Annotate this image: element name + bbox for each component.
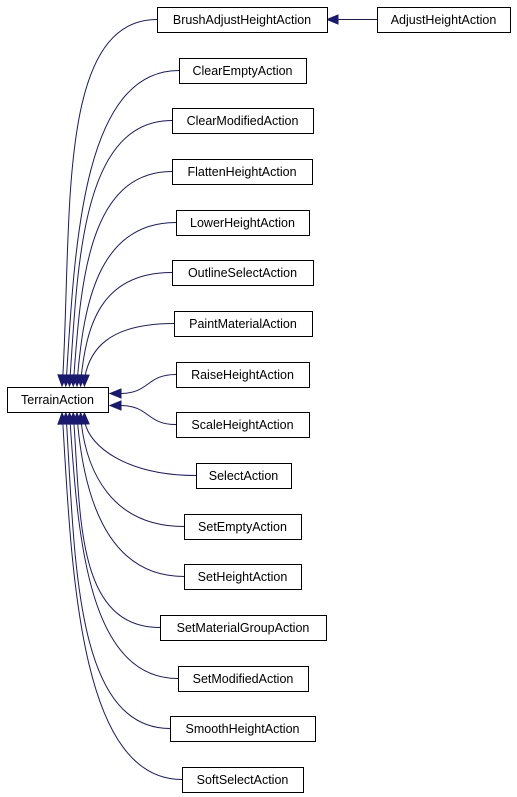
edge-line [77, 222, 177, 378]
class-node-raise-height-action[interactable]: RaiseHeightAction [176, 362, 310, 388]
class-node-scale-height-action[interactable]: ScaleHeightAction [176, 412, 310, 438]
edge-line [65, 70, 180, 378]
edge-line [84, 421, 197, 476]
class-node-set-empty-action[interactable]: SetEmptyAction [184, 514, 302, 540]
class-box[interactable] [182, 767, 304, 793]
class-node-lower-height-action[interactable]: LowerHeightAction [176, 210, 310, 236]
class-node-smooth-height-action[interactable]: SmoothHeightAction [170, 716, 316, 742]
class-node-soft-select-action[interactable]: SoftSelectAction [182, 767, 304, 793]
class-box[interactable] [172, 260, 314, 286]
class-box[interactable] [176, 362, 310, 388]
inheritance-edge-paint-material-action [79, 323, 175, 388]
arrowhead-icon [325, 14, 339, 25]
edge-line [84, 323, 175, 378]
nodes-layer: TerrainAction BrushAdjustHeightAction Adju… [7, 7, 511, 793]
edge-line [73, 421, 161, 628]
class-label: FlattenHeightAction [187, 165, 296, 179]
class-node-brush-adjust-height-action[interactable]: BrushAdjustHeightAction [157, 7, 328, 33]
class-node-terrain-action[interactable]: TerrainAction [7, 387, 109, 413]
edge-line [80, 421, 185, 527]
class-label: SetHeightAction [198, 570, 288, 584]
class-box[interactable] [170, 716, 316, 742]
class-box[interactable] [157, 7, 328, 33]
class-label: TerrainAction [21, 393, 94, 407]
class-label: RaiseHeightAction [191, 368, 294, 382]
class-label: SoftSelectAction [197, 773, 289, 787]
class-label: LowerHeightAction [190, 216, 295, 230]
class-node-clear-empty-action[interactable]: ClearEmptyAction [179, 58, 307, 84]
arrowhead-icon [108, 388, 122, 399]
class-label: SetMaterialGroupAction [177, 621, 310, 635]
class-box[interactable] [172, 159, 313, 185]
inheritance-edge-smooth-height-action [60, 411, 171, 729]
class-box[interactable] [7, 387, 109, 413]
inheritance-edge-set-empty-action [75, 411, 185, 527]
arrowhead-icon [108, 400, 122, 411]
class-node-set-material-group-action[interactable]: SetMaterialGroupAction [160, 615, 327, 641]
class-label: ScaleHeightAction [191, 418, 293, 432]
edge-line [69, 421, 179, 679]
edge-line [73, 171, 173, 378]
class-label: BrushAdjustHeightAction [173, 13, 311, 27]
inheritance-edge-adjust-height-action [325, 14, 377, 25]
class-node-set-height-action[interactable]: SetHeightAction [184, 564, 302, 590]
edge-line [62, 421, 183, 780]
class-node-adjust-height-action[interactable]: AdjustHeightAction [377, 7, 511, 33]
class-box[interactable] [196, 463, 292, 489]
inheritance-edge-soft-select-action [57, 411, 183, 780]
class-label: SetModifiedAction [193, 672, 294, 686]
class-label: SelectAction [209, 469, 279, 483]
class-label: OutlineSelectAction [188, 266, 297, 280]
inheritance-edge-raise-height-action [108, 374, 177, 399]
class-box[interactable] [172, 108, 314, 134]
class-box[interactable] [174, 311, 313, 337]
edge-line [119, 374, 177, 394]
edges-layer [57, 14, 377, 780]
arrowhead-icon [57, 411, 68, 425]
edge-line [77, 421, 185, 577]
edge-line [69, 120, 173, 378]
class-node-set-modified-action[interactable]: SetModifiedAction [178, 666, 309, 692]
class-label: AdjustHeightAction [391, 13, 497, 27]
class-label: SmoothHeightAction [186, 722, 300, 736]
inheritance-edge-lower-height-action [72, 222, 177, 388]
class-box[interactable] [184, 564, 302, 590]
inheritance-edge-scale-height-action [108, 400, 177, 425]
class-label: ClearEmptyAction [192, 64, 292, 78]
class-label: PaintMaterialAction [189, 317, 297, 331]
class-box[interactable] [377, 7, 511, 33]
class-box[interactable] [184, 514, 302, 540]
inheritance-edge-outline-select-action [75, 272, 173, 388]
class-box[interactable] [178, 666, 309, 692]
edge-line [80, 272, 173, 378]
class-box[interactable] [179, 58, 307, 84]
class-node-clear-modified-action[interactable]: ClearModifiedAction [172, 108, 314, 134]
class-node-select-action[interactable]: SelectAction [196, 463, 292, 489]
edge-line [65, 421, 171, 729]
edge-line [119, 405, 177, 425]
class-box[interactable] [160, 615, 327, 641]
class-node-outline-select-action[interactable]: OutlineSelectAction [172, 260, 314, 286]
arrowhead-icon [79, 374, 90, 388]
class-box[interactable] [176, 210, 310, 236]
class-node-paint-material-action[interactable]: PaintMaterialAction [174, 311, 313, 337]
class-node-flatten-height-action[interactable]: FlattenHeightAction [172, 159, 313, 185]
edge-line [62, 19, 158, 378]
class-label: ClearModifiedAction [187, 114, 299, 128]
inheritance-edge-set-height-action [72, 411, 185, 577]
class-box[interactable] [176, 412, 310, 438]
class-label: SetEmptyAction [198, 520, 287, 534]
